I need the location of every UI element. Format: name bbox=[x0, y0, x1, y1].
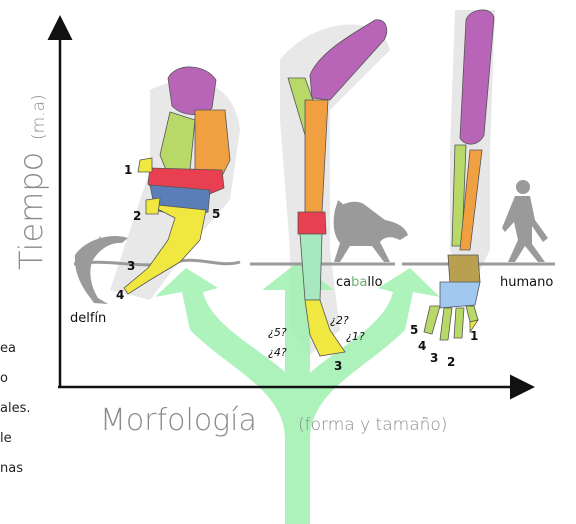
svg-text:4: 4 bbox=[418, 339, 426, 353]
y-axis-unit: (m.a) bbox=[29, 94, 49, 140]
svg-text:4: 4 bbox=[116, 288, 124, 302]
human-silhouette-icon bbox=[502, 180, 548, 262]
label-horse: caballo bbox=[336, 275, 383, 290]
human-metacarpals bbox=[440, 282, 480, 308]
x-axis-label: Morfología bbox=[100, 403, 257, 438]
horse-carpals bbox=[298, 212, 326, 234]
svg-text:¿2?: ¿2? bbox=[330, 314, 349, 327]
svg-text:ales.: ales. bbox=[0, 401, 30, 416]
svg-text:le: le bbox=[0, 431, 12, 446]
svg-text:3: 3 bbox=[430, 351, 438, 365]
svg-text:3: 3 bbox=[334, 359, 342, 373]
svg-text:¿5?: ¿5? bbox=[268, 326, 287, 339]
svg-text:ea: ea bbox=[0, 341, 16, 356]
label-human: humano bbox=[500, 275, 553, 290]
svg-text:1: 1 bbox=[470, 329, 478, 343]
svg-text:¿1?: ¿1? bbox=[346, 330, 365, 343]
svg-text:nas: nas bbox=[0, 461, 23, 476]
svg-text:1: 1 bbox=[124, 163, 132, 177]
label-dolphin: delfín bbox=[70, 311, 106, 326]
y-axis-label: Tiempo bbox=[12, 152, 50, 270]
svg-text:3: 3 bbox=[127, 259, 135, 273]
x-axis-sublabel: (forma y tamaño) bbox=[298, 415, 447, 435]
phylogenetic-tree bbox=[155, 262, 440, 524]
svg-text:2: 2 bbox=[447, 355, 455, 369]
dolphin-humerus bbox=[168, 67, 216, 115]
human-carpals bbox=[448, 255, 480, 284]
svg-text:2: 2 bbox=[133, 209, 141, 223]
svg-text:o: o bbox=[0, 371, 8, 386]
svg-text:5: 5 bbox=[212, 207, 220, 221]
horse-silhouette-icon bbox=[334, 200, 408, 262]
svg-text:5: 5 bbox=[410, 323, 418, 337]
svg-text:¿4?: ¿4? bbox=[268, 346, 287, 359]
side-text: ea o ales. le nas bbox=[0, 341, 30, 476]
